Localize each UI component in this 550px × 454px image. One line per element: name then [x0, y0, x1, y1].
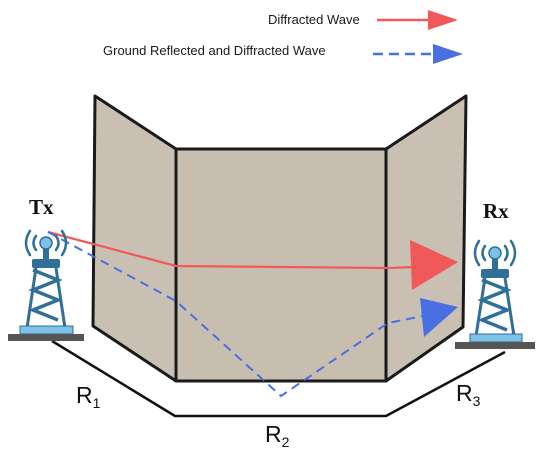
tx-label: Tx [29, 195, 54, 219]
r3-label: R3 [456, 380, 481, 409]
right-wall-panel [384, 94, 468, 383]
diffracted-wave-arrowhead [410, 240, 458, 290]
legend-label-diffracted: Diffracted Wave [268, 12, 360, 27]
legend-arrow-diffracted [377, 10, 458, 30]
legend-label-ground: Ground Reflected and Diffracted Wave [103, 43, 326, 58]
distance-path [51, 339, 506, 418]
left-wall-panel [91, 94, 178, 383]
wall-structure [91, 94, 468, 383]
rx-tower [455, 239, 535, 349]
legend-arrow-ground [373, 44, 463, 64]
ground-wave-arrowhead [420, 298, 458, 337]
r1-label: R1 [76, 382, 101, 411]
ground-wave-path [47, 231, 429, 398]
diffracted-wave-path [47, 230, 416, 270]
tx-signal-icon [24, 229, 68, 257]
rx-signal-icon [473, 239, 517, 267]
legend: Diffracted Wave Ground Reflected and Dif… [103, 10, 463, 64]
rx-label: Rx [483, 199, 509, 223]
r2-label: R2 [265, 421, 290, 450]
tx-tower [8, 229, 84, 341]
